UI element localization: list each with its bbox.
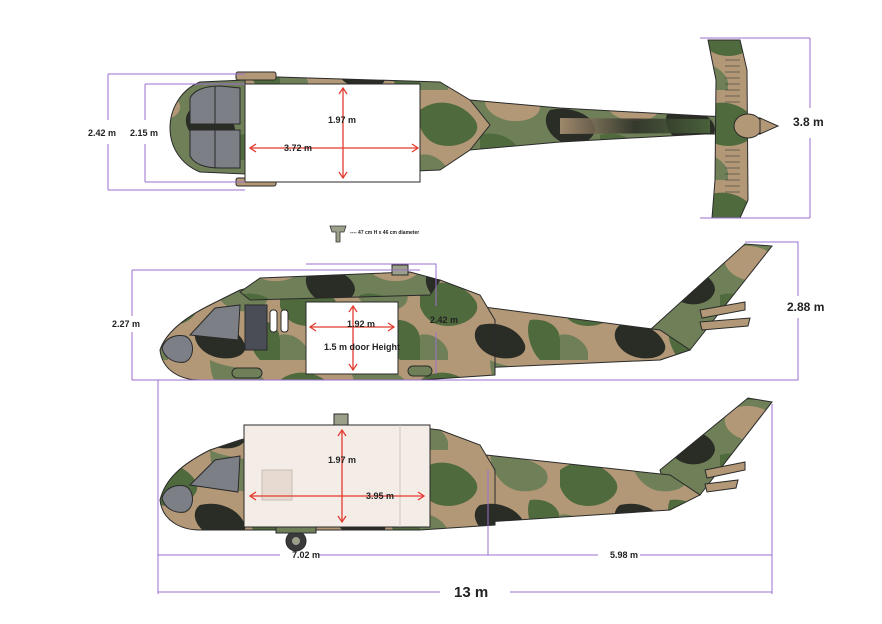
cut-nose-sensor xyxy=(161,485,193,513)
top-view: 2.42 m 2.15 m 1.97 m 3.72 m 3.8 m xyxy=(88,37,824,219)
side-door-window-a xyxy=(269,309,278,333)
side-door-height-label: 1.5 m door Height xyxy=(324,342,400,352)
top-cabin-width-label: 2.15 m xyxy=(130,128,158,138)
top-side-pod-upper xyxy=(235,71,277,81)
side-dim-height-ext xyxy=(132,269,420,381)
side-door-width-label: 1.92 m xyxy=(347,319,375,329)
side-cockpit-door-window xyxy=(244,304,268,351)
side-nose-sensor xyxy=(161,335,193,363)
cut-aft-length-label: 5.98 m xyxy=(610,550,638,560)
side-door-window-b xyxy=(280,309,289,333)
side-view: 2.27 m 1.92 m 1.5 m door Height 2.42 m 2… xyxy=(112,241,824,381)
top-main-rotor-blade xyxy=(560,118,710,134)
top-cabin-cutaway xyxy=(244,83,421,183)
side-tail-height-label: 2.88 m xyxy=(787,300,824,314)
cutaway-view: 1.97 m 3.95 m 7.02 m 5.98 m 13 m xyxy=(157,380,773,601)
side-dim-tail-height xyxy=(420,241,799,381)
side-tail-stab xyxy=(699,301,751,331)
cut-cabin-seats xyxy=(261,469,293,501)
side-gear-fairing xyxy=(231,367,263,379)
side-engine-hump xyxy=(239,271,441,301)
cut-total-length-label: 13 m xyxy=(454,584,488,601)
top-dim-cabin-ext xyxy=(145,83,245,183)
side-tail-wheel xyxy=(407,365,433,377)
top-tail-rotor-hub xyxy=(733,113,763,139)
top-tail-span-label: 3.8 m xyxy=(793,115,824,129)
top-overall-width-label: 2.42 m xyxy=(88,128,116,138)
cut-forward-length-label: 7.02 m xyxy=(292,550,320,560)
cut-cabin-length-label: 3.95 m xyxy=(366,491,394,501)
cut-cockpit-window xyxy=(188,455,241,493)
cut-tail-stab xyxy=(704,461,746,493)
top-tail-cone xyxy=(759,117,780,135)
stabilizer-vents xyxy=(725,59,740,193)
seat-note-label: ---- 47 cm H x 46 cm diameter xyxy=(350,230,419,236)
seat-icon: ---- 47 cm H x 46 cm diameter xyxy=(329,225,419,243)
side-cabin-door-cutaway xyxy=(305,301,399,375)
top-cabin-length-label: 3.72 m xyxy=(284,143,312,153)
side-cabin-height-label: 2.42 m xyxy=(430,315,458,325)
side-dim-cabin-height xyxy=(306,263,437,374)
cut-cabin-height-label: 1.97 m xyxy=(328,455,356,465)
side-cockpit-window xyxy=(188,304,241,341)
side-overall-height-label: 2.27 m xyxy=(112,319,140,329)
cut-wheel-strut xyxy=(275,526,317,534)
top-cabin-interior-width-label: 1.97 m xyxy=(328,115,356,125)
top-dim-tail-ext xyxy=(700,37,810,219)
